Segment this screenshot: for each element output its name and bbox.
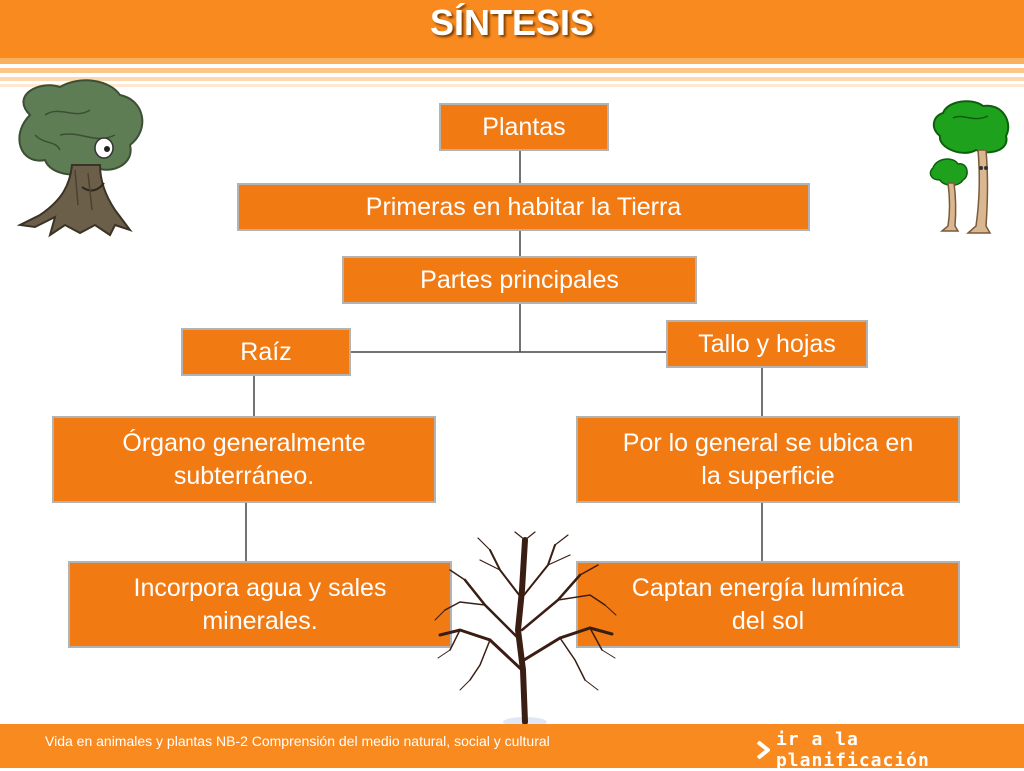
footer-bar bbox=[0, 724, 1024, 768]
header-gap bbox=[0, 64, 1024, 68]
bare-tree-icon bbox=[434, 531, 617, 727]
header-gap bbox=[0, 73, 1024, 77]
box-partes-label: Partes principales bbox=[420, 265, 619, 294]
header-stripe bbox=[0, 58, 1024, 64]
page-title: SÍNTESIS bbox=[429, 2, 595, 43]
cartoon-tree-right-icon bbox=[929, 100, 1010, 234]
header-stripe bbox=[0, 84, 1024, 87]
box-raiz-detail-line1: Incorpora agua y sales bbox=[133, 573, 387, 602]
box-primeras: Primeras en habitar la Tierra bbox=[237, 183, 810, 231]
box-tallo-detail: Captan energía lumínica del sol bbox=[576, 561, 960, 648]
box-raiz-desc-line2: subterráneo. bbox=[173, 461, 315, 490]
box-tallo-desc-line2: la superficie bbox=[701, 461, 835, 490]
box-tallo-hojas: Tallo y hojas bbox=[666, 320, 868, 368]
box-tallo-desc: Por lo general se ubica en la superficie bbox=[576, 416, 960, 503]
cartoon-tree-left-icon bbox=[16, 79, 144, 238]
footer-text: Vida en animales y plantas NB-2 Comprens… bbox=[45, 733, 550, 749]
box-raiz: Raíz bbox=[181, 328, 351, 376]
box-raiz-detail-line2: minerales. bbox=[202, 606, 318, 635]
header-stripe bbox=[0, 68, 1024, 73]
ir-a-planificacion-label: ir a la planificación bbox=[775, 729, 930, 771]
box-raiz-detail: Incorpora agua y sales minerales. bbox=[68, 561, 452, 648]
box-partes-principales: Partes principales bbox=[342, 256, 697, 304]
arrow-right-icon bbox=[756, 741, 770, 759]
box-tallo-label: Tallo y hojas bbox=[698, 329, 836, 358]
box-raiz-label: Raíz bbox=[240, 337, 292, 366]
box-raiz-desc-line1: Órgano generalmente bbox=[122, 428, 366, 457]
header-bar bbox=[0, 0, 1024, 58]
box-plantas-label: Plantas bbox=[482, 112, 566, 141]
ir-a-planificacion-link[interactable]: ir a la planificación bbox=[756, 729, 1024, 771]
box-raiz-desc: Órgano generalmente subterráneo. bbox=[52, 416, 436, 503]
box-tallo-detail-line1: Captan energía lumínica bbox=[631, 573, 905, 602]
header-stripe bbox=[0, 77, 1024, 81]
box-plantas: Plantas bbox=[439, 103, 609, 151]
box-primeras-label: Primeras en habitar la Tierra bbox=[365, 192, 682, 221]
box-tallo-desc-line1: Por lo general se ubica en bbox=[622, 428, 914, 457]
box-tallo-detail-line2: del sol bbox=[731, 606, 805, 635]
